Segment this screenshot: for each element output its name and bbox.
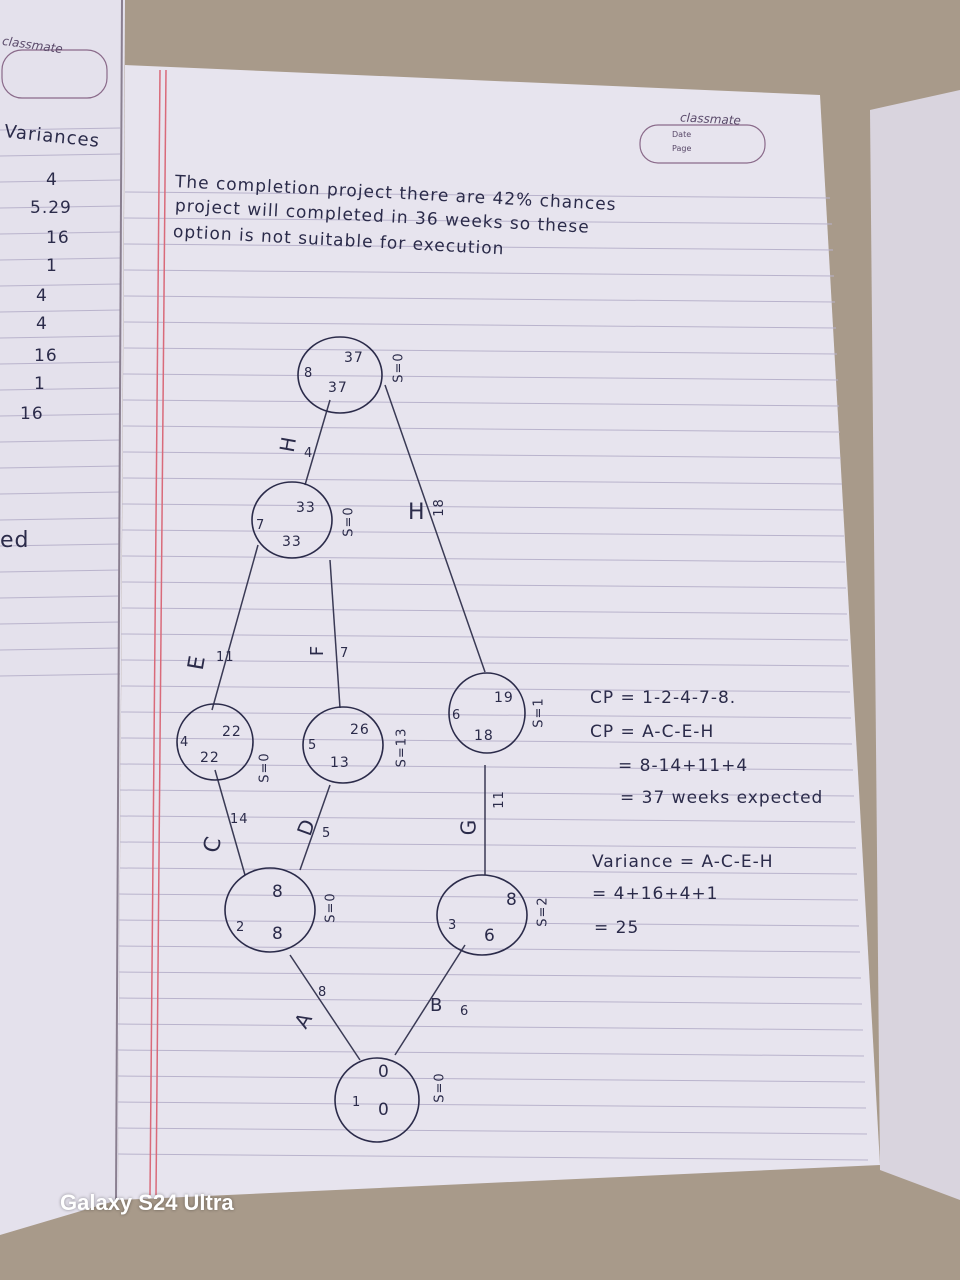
node-1-circle xyxy=(334,1057,420,1143)
node-id: 3 xyxy=(448,918,458,933)
node-slack: S=0 xyxy=(257,752,273,783)
spine xyxy=(115,0,123,1201)
activity-duration: 4 xyxy=(304,446,314,461)
node-slack: S=1 xyxy=(531,697,547,728)
node-id: 6 xyxy=(452,708,462,723)
node-id: 2 xyxy=(236,920,246,935)
edge-H xyxy=(304,399,331,486)
classmate-logo-box xyxy=(639,124,766,164)
left-value: 5.29 xyxy=(30,198,72,218)
node-id: 8 xyxy=(304,366,314,381)
node-lf: 26 xyxy=(350,722,370,738)
activity-name: F xyxy=(307,644,329,657)
page-label: Page xyxy=(672,144,692,153)
edge-H2 xyxy=(384,384,486,673)
node-es: 18 xyxy=(474,728,494,744)
node-id: 5 xyxy=(308,738,318,753)
node-slack: S=0 xyxy=(391,352,407,383)
classmate-logo-box-left xyxy=(1,49,108,99)
camera-watermark: Galaxy S24 Ultra xyxy=(60,1190,234,1215)
node-id: 4 xyxy=(180,735,190,750)
left-value: 1 xyxy=(34,374,46,394)
node-es: 8 xyxy=(272,882,284,902)
network-edges xyxy=(211,384,486,1061)
activity-duration: 8 xyxy=(318,985,328,1000)
node-lf: 37 xyxy=(344,350,364,366)
node-es: 6 xyxy=(484,926,496,946)
left-value: 4 xyxy=(36,286,48,306)
node-lf: 0 xyxy=(378,1100,390,1120)
activity-name: H xyxy=(408,500,426,525)
activity-duration: 11 xyxy=(491,790,507,809)
node-id: 7 xyxy=(256,518,266,533)
cp-line: = 37 weeks expected xyxy=(620,788,824,808)
left-value: 16 xyxy=(20,404,44,424)
right-margin-line xyxy=(149,69,161,1196)
left-value: 4 xyxy=(36,314,48,334)
activity-duration: 7 xyxy=(340,646,350,661)
edge-A xyxy=(289,954,361,1061)
node-es: 13 xyxy=(330,755,350,771)
page-stack xyxy=(870,90,960,1200)
left-value: 4 xyxy=(46,170,58,190)
left-page xyxy=(0,0,125,1235)
cp-line: CP = A-C-E-H xyxy=(590,722,715,742)
cp-line: = 8-14+11+4 xyxy=(618,756,749,776)
node-slack: S=2 xyxy=(535,896,551,927)
node-8-circle xyxy=(297,336,383,414)
node-es: 0 xyxy=(378,1062,390,1082)
node-7-circle xyxy=(251,481,333,559)
activity-duration: 11 xyxy=(216,650,235,665)
node-6-circle xyxy=(448,672,526,754)
edge-D xyxy=(299,784,331,871)
activity-name: G xyxy=(456,818,481,836)
edge-C xyxy=(214,769,246,876)
activity-duration: 6 xyxy=(460,1004,470,1019)
node-lf: 19 xyxy=(494,690,514,706)
edge-B xyxy=(394,944,466,1056)
node-slack: S=0 xyxy=(432,1072,448,1103)
node-4-circle xyxy=(176,703,254,781)
node-3-circle xyxy=(436,874,528,956)
left-value: 16 xyxy=(34,346,58,366)
node-es: 33 xyxy=(282,534,302,550)
left-value: 1 xyxy=(46,256,58,276)
edge-F xyxy=(329,559,341,709)
left-value: 16 xyxy=(46,228,70,248)
ruled-lines xyxy=(0,127,869,1161)
node-lf: 22 xyxy=(222,724,242,740)
node-es: 37 xyxy=(328,380,348,396)
node-slack: S=13 xyxy=(394,727,410,768)
node-2-circle xyxy=(224,867,316,953)
date-label: Date xyxy=(672,130,692,139)
node-lf: 33 xyxy=(296,500,316,516)
left-fragment: ed xyxy=(0,528,30,553)
variance-line: = 25 xyxy=(594,918,640,938)
activity-duration: 5 xyxy=(322,826,332,841)
variance-line: Variance = A-C-E-H xyxy=(592,852,774,872)
activity-name: B xyxy=(430,995,444,1016)
activity-duration: 14 xyxy=(230,812,249,827)
edge-E xyxy=(211,544,259,711)
node-lf: 8 xyxy=(272,924,284,944)
node-lf: 8 xyxy=(506,890,518,910)
node-id: 1 xyxy=(352,1095,362,1110)
node-slack: S=0 xyxy=(323,892,339,923)
cp-line: CP = 1-2-4-7-8. xyxy=(590,688,737,708)
node-5-circle xyxy=(302,706,384,784)
node-es: 22 xyxy=(200,750,220,766)
node-slack: S=0 xyxy=(341,506,357,537)
activity-duration: 18 xyxy=(431,498,447,517)
variance-line: = 4+16+4+1 xyxy=(592,884,719,904)
